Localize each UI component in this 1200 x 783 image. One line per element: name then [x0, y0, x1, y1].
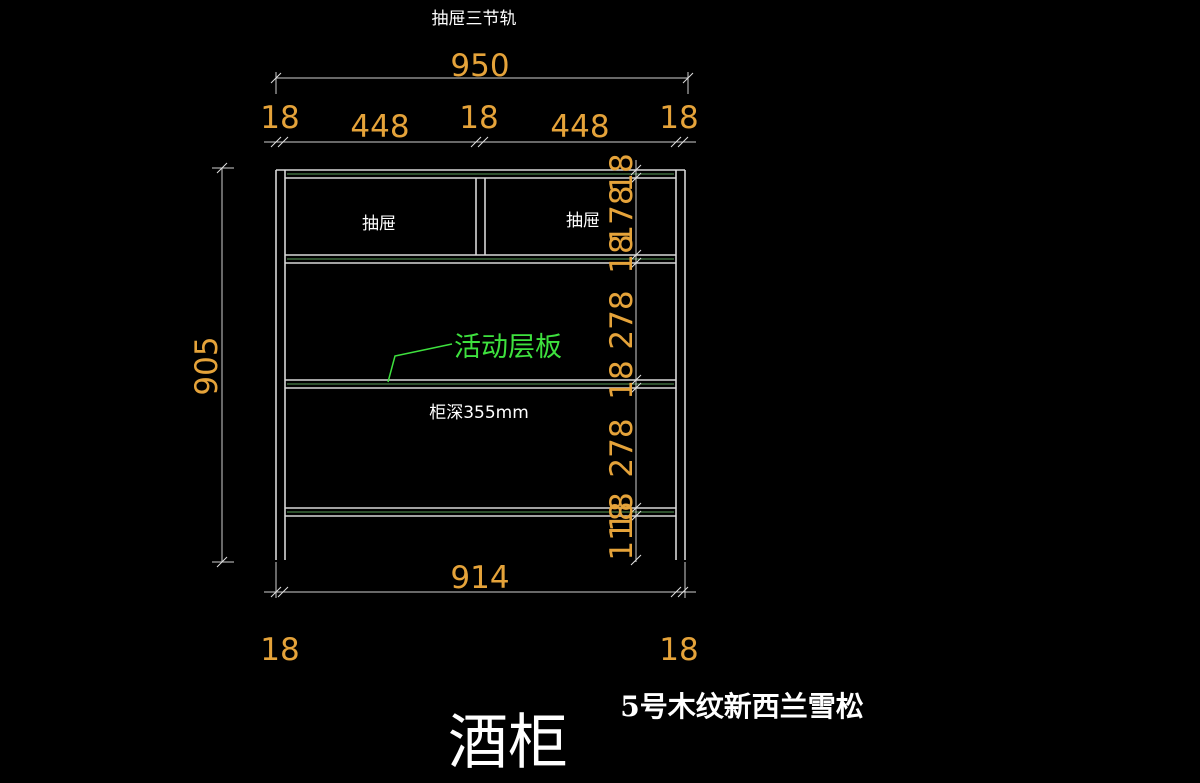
- top-segment-2: 448: [350, 109, 409, 145]
- top-segment-1: 18: [260, 100, 299, 136]
- adjustable-shelf-leader: [387, 343, 453, 383]
- drawing-title: 酒柜: [448, 708, 568, 778]
- right-stack-5: 18: [604, 360, 640, 399]
- drawer-rail-label: 抽屉三节轨: [432, 9, 517, 29]
- right-stack-3: 18: [604, 234, 640, 273]
- cabinet-body: [275, 169, 686, 560]
- overall-width-dimension: [270, 72, 694, 94]
- right-stack-dimension: [630, 160, 642, 566]
- top-segment-3: 18: [459, 100, 498, 136]
- right-stack-1: 18: [604, 153, 640, 192]
- bottom-left-thickness: 18: [260, 632, 299, 668]
- right-stack-4: 278: [604, 290, 640, 349]
- overall-width-value: 950: [450, 48, 509, 84]
- top-segment-4: 448: [550, 109, 609, 145]
- material-label: 5号木纹新西兰雪松: [620, 690, 863, 723]
- top-segment-dimension: [264, 136, 696, 148]
- bottom-right-thickness: 18: [659, 632, 698, 668]
- top-segment-5: 18: [659, 100, 698, 136]
- right-stack-6: 278: [604, 418, 640, 477]
- right-stack-8: 118: [604, 501, 640, 560]
- right-stack-2: 178: [604, 185, 640, 244]
- adjustable-shelf-label: 活动层板: [454, 332, 562, 363]
- drawer-label-left: 抽屉: [362, 214, 396, 234]
- right-stack-7: 18: [604, 492, 640, 531]
- drawer-label-right: 抽屉: [566, 211, 600, 231]
- inner-width-dimension: [264, 562, 696, 598]
- overall-height-value: 905: [189, 336, 225, 395]
- cabinet-depth-label: 柜深355mm: [429, 403, 529, 423]
- inner-width-value: 914: [450, 560, 509, 596]
- overall-height-dimension: [212, 162, 234, 568]
